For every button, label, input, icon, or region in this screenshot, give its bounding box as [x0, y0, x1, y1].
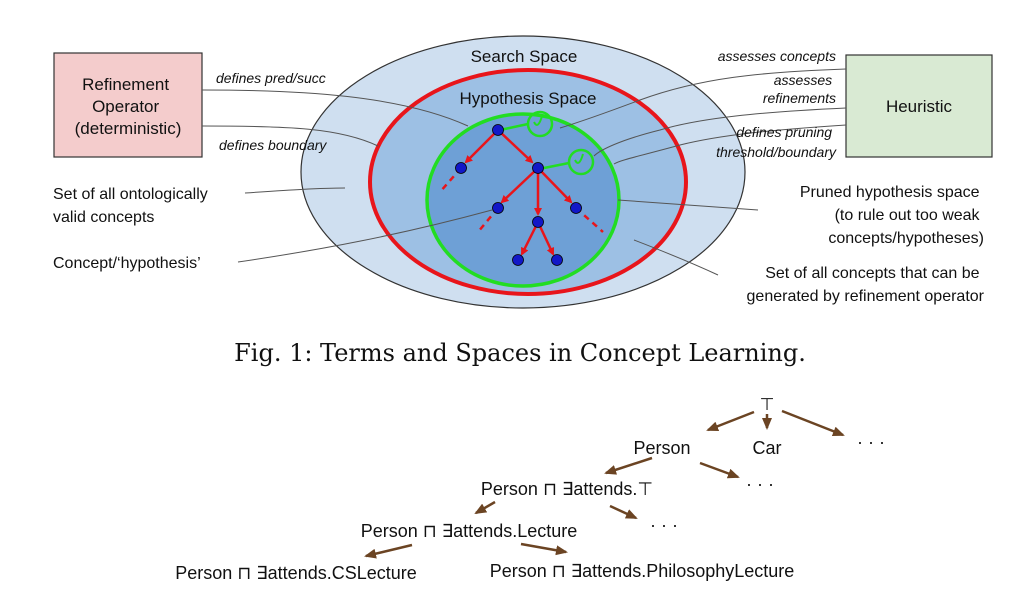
heuristic-check-1 [533, 115, 543, 126]
concept-node [532, 216, 544, 228]
refinement-operator-label: Refinement Operator (deterministic) [75, 75, 182, 138]
ontologically-valid-label: Set of all ontologically valid concepts [53, 186, 212, 226]
generated-set-label: Set of all concepts that can be generate… [747, 265, 985, 305]
defines-boundary-label: defines boundary [219, 137, 327, 153]
concept-node [512, 254, 524, 266]
heuristic-label: Heuristic [886, 97, 953, 116]
defines-pruning-label: defines pruning threshold/boundary [716, 124, 837, 160]
tree-arrows [364, 409, 845, 559]
refinement-example-tree: ⊤ Person Car · · · Person ⊓ ∃attends.⊤ ·… [175, 395, 885, 583]
ellipsis: · · · [746, 474, 774, 494]
top-concept: ⊤ [760, 395, 775, 414]
heuristic-link-1 [499, 122, 529, 132]
pruned-space-label: Pruned hypothesis space (to rule out too… [800, 184, 984, 247]
heuristic-check-2 [574, 153, 584, 164]
concept-nodes [455, 124, 582, 266]
concept-node [570, 202, 582, 214]
hypothesis-space-label: Hypothesis Space [459, 89, 596, 108]
figure-caption: Fig. 1: Terms and Spaces in Concept Lear… [234, 339, 806, 367]
person-attends-philosophylecture-concept: Person ⊓ ∃attends.PhilosophyLecture [490, 561, 795, 581]
heuristic-link-2 [543, 161, 570, 170]
concept-node [532, 162, 544, 174]
search-space-label: Search Space [471, 47, 578, 66]
ellipsis: · · · [650, 515, 678, 535]
person-attends-cslecture-concept: Person ⊓ ∃attends.CSLecture [175, 563, 417, 583]
concept-node [455, 162, 467, 174]
assesses-concepts-label: assesses concepts [718, 48, 836, 64]
person-attends-lecture-concept: Person ⊓ ∃attends.Lecture [361, 521, 578, 541]
assesses-refinements-label: assesses refinements [763, 72, 836, 106]
defines-pred-succ-label: defines pred/succ [216, 70, 326, 86]
fig1-diagram: Search Space Hypothesis Space [53, 35, 993, 367]
concept-node [551, 254, 563, 266]
heuristic-circle-2 [567, 148, 595, 176]
concept-node [492, 124, 504, 136]
ellipsis: · · · [857, 432, 885, 452]
car-concept: Car [752, 438, 781, 458]
concept-node [492, 202, 504, 214]
leader-lines [201, 68, 847, 276]
person-attends-top-concept: Person ⊓ ∃attends.⊤ [481, 479, 653, 499]
heuristic-box [845, 54, 993, 158]
refinement-operator-box [53, 52, 203, 158]
concept-hypothesis-label: Concept/‘hypothesis’ [53, 255, 201, 272]
person-concept: Person [633, 438, 690, 458]
